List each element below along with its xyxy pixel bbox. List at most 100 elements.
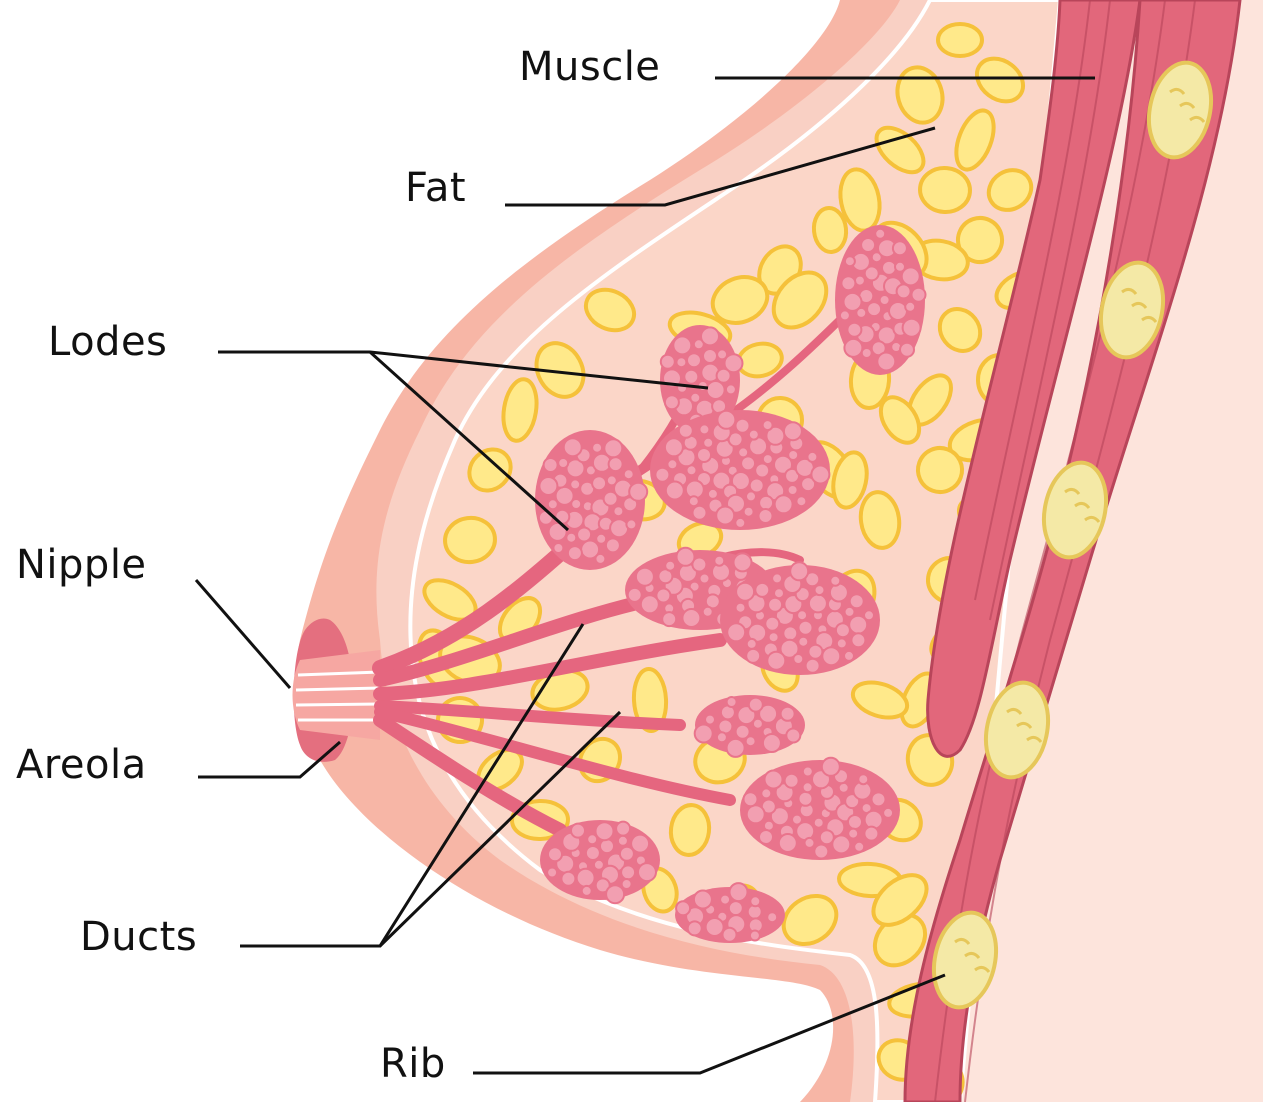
alveolus (779, 834, 797, 852)
alveolus (703, 607, 713, 617)
alveolus (749, 430, 759, 440)
alveolus (830, 584, 848, 602)
label-nipple: Nipple (16, 545, 147, 585)
alveolus (767, 912, 777, 922)
alveolus (688, 921, 702, 935)
alveolus (830, 576, 840, 586)
alveolus (735, 518, 745, 528)
alveolus (600, 839, 614, 853)
fat-globule (918, 166, 972, 214)
alveolus (594, 860, 604, 870)
alveolus (746, 491, 756, 501)
alveolus (595, 554, 605, 564)
alveolus (622, 879, 632, 889)
alveolus (844, 339, 862, 357)
alveolus (763, 454, 773, 464)
alveolus (864, 827, 878, 841)
alveolus (734, 553, 752, 571)
fat-globule (938, 24, 982, 56)
alveolus (889, 302, 907, 320)
alveolus (854, 842, 864, 852)
alveolus (836, 623, 850, 637)
alveolus (839, 783, 849, 793)
alveolus (798, 637, 808, 647)
alveolus (759, 496, 773, 510)
alveolus (806, 659, 820, 673)
alveolus (705, 715, 715, 725)
alveolus (592, 476, 606, 490)
alveolus (772, 573, 782, 583)
alveolus (893, 241, 907, 255)
alveolus (561, 872, 575, 886)
alveolus (682, 609, 700, 627)
alveolus (848, 829, 858, 839)
alveolus (730, 883, 748, 901)
alveolus (809, 594, 827, 612)
alveolus (577, 869, 595, 887)
alveolus (803, 782, 813, 792)
alveolus (788, 450, 798, 460)
alveolus (684, 370, 698, 384)
alveolus (547, 868, 557, 878)
alveolus (665, 395, 679, 409)
alveolus (775, 495, 793, 513)
alveolus (624, 469, 634, 479)
alveolus (553, 543, 563, 553)
label-muscle: Muscle (519, 47, 660, 87)
alveolus (666, 482, 684, 500)
alveolus (783, 626, 797, 640)
alveolus (679, 424, 693, 438)
label-ducts: Ducts (80, 917, 197, 957)
alveolus (631, 835, 649, 853)
alveolus (793, 654, 803, 664)
alveolus (844, 293, 862, 311)
alveolus (673, 336, 691, 354)
alveolus (604, 439, 622, 457)
alveolus (781, 707, 795, 721)
alveolus (744, 792, 758, 806)
alveolus (747, 805, 765, 823)
alveolus (596, 822, 614, 840)
alveolus (689, 496, 699, 506)
alveolus (747, 639, 757, 649)
alveolus (606, 538, 620, 552)
alveolus (736, 419, 750, 433)
label-fat: Fat (405, 168, 466, 208)
alveolus (641, 595, 659, 613)
alveolus (765, 771, 783, 789)
alveolus (629, 483, 647, 501)
alveolus (636, 568, 654, 586)
alveolus (697, 448, 711, 462)
alveolus (840, 310, 850, 320)
alveolus (610, 519, 628, 537)
alveolus (785, 774, 799, 788)
alveolus (687, 353, 701, 367)
alveolus (616, 822, 630, 836)
alveolus (902, 267, 920, 285)
alveolus (897, 284, 911, 298)
alveolus (855, 276, 865, 286)
alveolus (905, 302, 915, 312)
alveolus (676, 901, 690, 915)
alveolus (845, 256, 855, 266)
alveolus (609, 457, 623, 471)
alveolus (723, 928, 737, 942)
alveolus (837, 638, 847, 648)
alveolus (695, 725, 713, 743)
alveolus (774, 588, 784, 598)
alveolus (736, 583, 754, 601)
alveolus (706, 918, 724, 936)
alveolus (621, 865, 635, 879)
alveolus (763, 420, 773, 430)
alveolus (880, 295, 890, 305)
alveolus (803, 767, 813, 777)
alveolus (725, 354, 743, 372)
alveolus (822, 647, 840, 665)
alveolus (693, 506, 707, 520)
alveolus (749, 698, 763, 712)
alveolus (596, 534, 606, 544)
label-rib: Rib (380, 1044, 446, 1084)
alveolus (676, 357, 686, 367)
alveolus (759, 509, 773, 523)
alveolus (700, 574, 710, 584)
